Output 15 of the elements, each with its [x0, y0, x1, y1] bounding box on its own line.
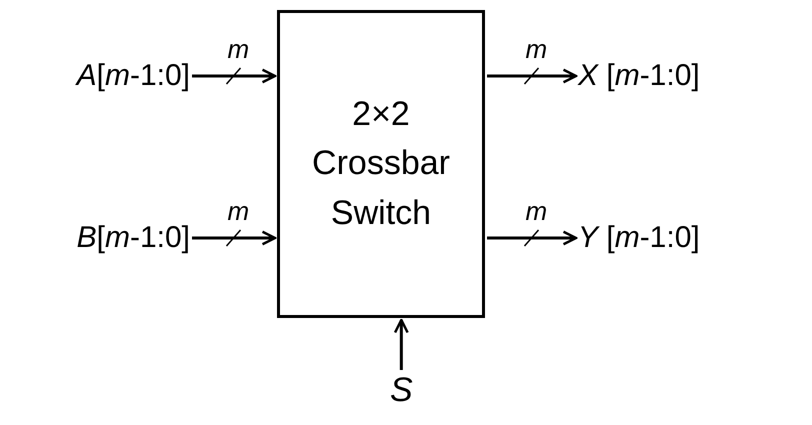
signal-label: X [m-1:0] [578, 58, 700, 94]
edge-label: m [228, 198, 250, 224]
signal-label: S [390, 372, 413, 410]
signal-label: A[m-1:0] [76, 58, 190, 94]
edge-label: m [526, 36, 548, 62]
signal-label: B[m-1:0] [76, 220, 190, 256]
switch-block: 2×2 Crossbar Switch [277, 10, 485, 318]
bus-arrow [487, 68, 578, 84]
bus-arrow [394, 318, 409, 370]
edge-label: m [526, 198, 548, 224]
signal-label: Y [m-1:0] [578, 220, 700, 256]
bus-arrow [192, 230, 276, 246]
bus-arrow [192, 68, 276, 84]
edge-label: m [228, 36, 250, 62]
bus-arrow [487, 230, 578, 246]
